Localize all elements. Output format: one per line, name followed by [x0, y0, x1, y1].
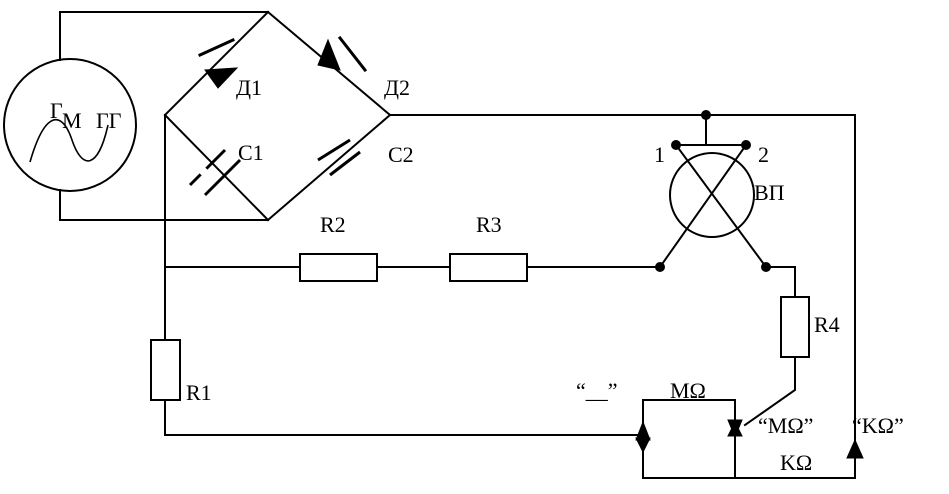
resistor-r1: [150, 339, 181, 401]
indicator-terminal-2-node: [741, 140, 751, 150]
switch-minus-label: “__”: [576, 378, 618, 403]
junction-node: [701, 110, 711, 120]
diode-d2: Д2: [317, 35, 410, 100]
generator: Г M ГГ: [3, 58, 137, 192]
resistor-r2-label: R2: [320, 212, 346, 237]
capacitor-c2-label: C2: [388, 142, 414, 167]
generator-label-sub: M: [62, 108, 82, 133]
indicator-vp: 1 2 ВП: [654, 110, 785, 272]
resistor-r2: [299, 253, 378, 282]
switch-mohm-terminal-label: “MΩ”: [758, 413, 813, 438]
bridge-wires: [59, 10, 856, 441]
switch-minus-arrow-up: [635, 420, 651, 441]
resistor-r4-label: R4: [814, 312, 840, 337]
generator-label-main: Г: [50, 98, 63, 123]
resistor-branch-r4: R4: [743, 266, 840, 427]
indicator-bottom-left-node: [655, 262, 665, 272]
indicator-label: ВП: [754, 180, 785, 205]
resistor-branch-r1: R1: [150, 339, 641, 436]
indicator-terminal-2-label: 2: [758, 142, 769, 167]
resistor-r4: [780, 296, 810, 358]
capacitor-c1: C1: [188, 140, 264, 197]
switch-minus-arrow-down: [635, 437, 651, 454]
generator-label-side: ГГ: [96, 108, 122, 133]
range-switch: “__” MΩ “MΩ” “KΩ” KΩ: [576, 378, 904, 479]
resistor-r3: [449, 253, 528, 282]
switch-kohm-arrow: [846, 438, 864, 459]
resistor-branch-r2-r3: R2 R3: [164, 212, 661, 282]
sine-wave-icon: [29, 118, 109, 163]
generator-circle: [3, 58, 137, 192]
diode-d1-label: Д1: [236, 75, 262, 100]
switch-mohm-label: MΩ: [670, 378, 706, 403]
capacitor-c1-label: C1: [238, 140, 264, 165]
switch-kohm-terminal-label: “KΩ”: [852, 413, 904, 438]
diode-d1: Д1: [198, 38, 262, 100]
resistor-r3-label: R3: [476, 212, 502, 237]
resistor-r1-label: R1: [186, 380, 212, 405]
diode-d2-label: Д2: [384, 75, 410, 100]
capacitor-c2: C2: [317, 138, 414, 177]
indicator-terminal-1-label: 1: [654, 142, 665, 167]
indicator-terminal-1-node: [671, 140, 681, 150]
switch-kohm-label: KΩ: [780, 450, 812, 475]
